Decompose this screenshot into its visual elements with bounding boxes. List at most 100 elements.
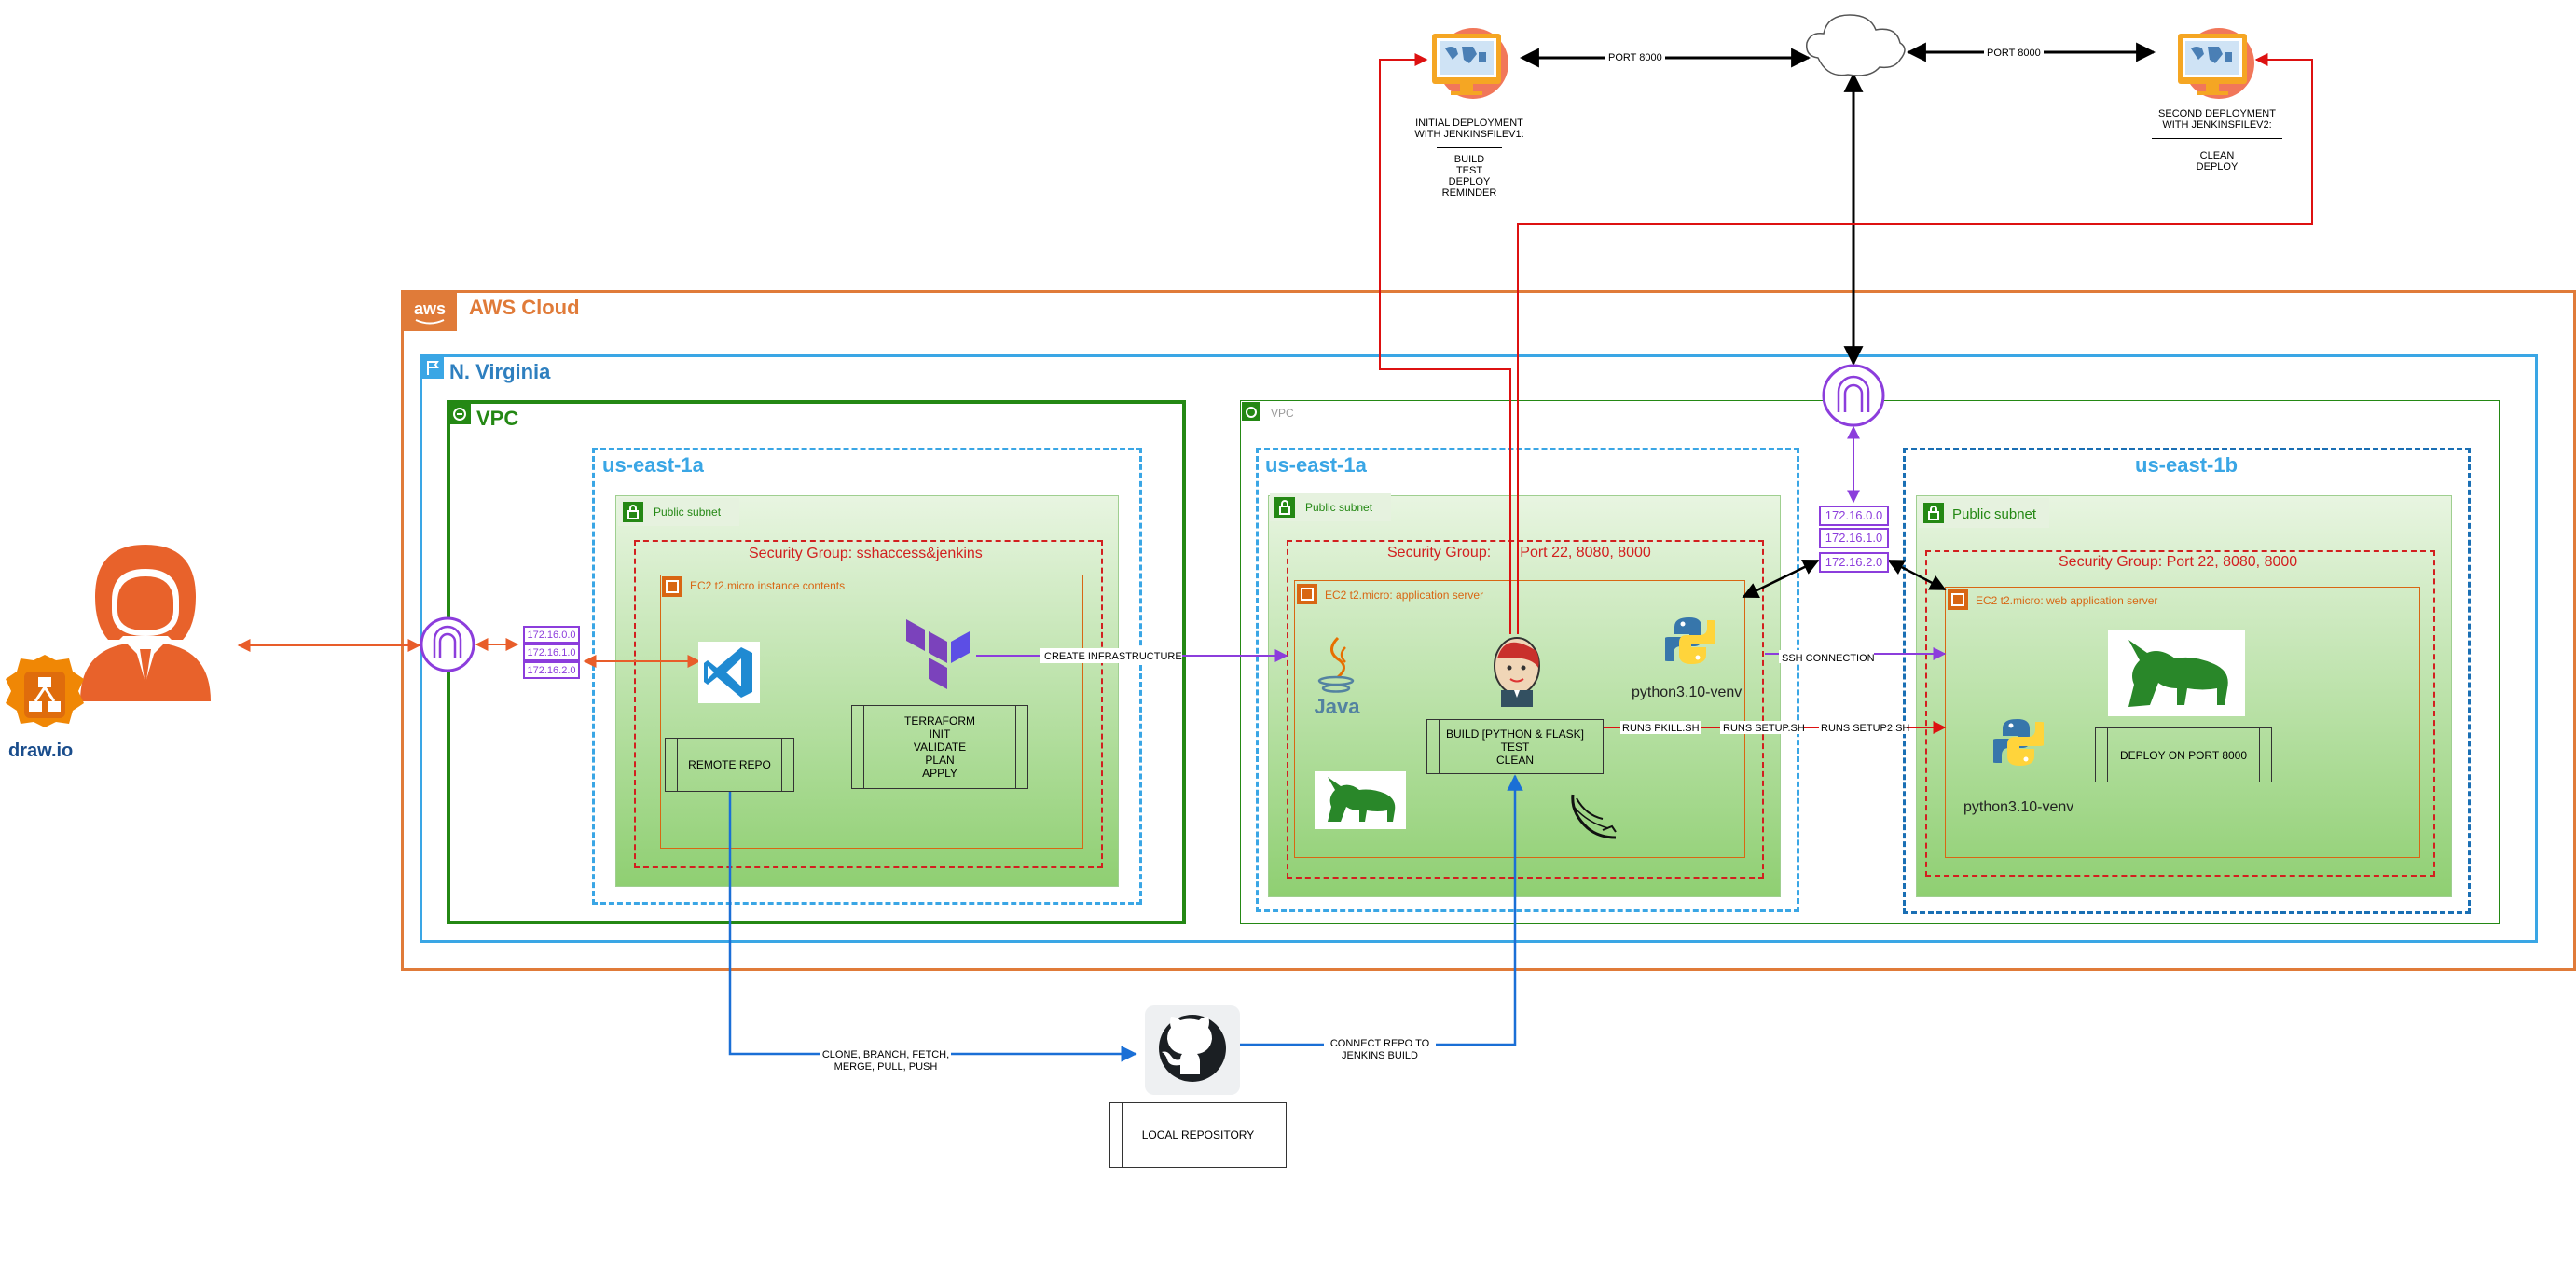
aws-cloud-title: AWS Cloud [469, 296, 580, 319]
jenkins-icon [1488, 630, 1546, 709]
edge-label-port-left: PORT 8000 [1608, 52, 1662, 63]
az-mid-container [1256, 448, 1799, 912]
python-mid-label: python3.10-venv [1632, 685, 1743, 700]
ip-right-0: 172.16.0.0 [1819, 506, 1889, 526]
az-right-title: us-east-1b [2135, 453, 2239, 477]
ec2-mid [1294, 580, 1745, 858]
deploy-label: DEPLOY ON PORT 8000 [2119, 748, 2248, 762]
terraform-line-4: APPLY [922, 767, 957, 780]
drawio-logo-icon [4, 651, 86, 737]
subnet-mid-label: Public subnet [1305, 501, 1373, 514]
sg-right [1925, 550, 2435, 877]
user-avatar-icon [71, 539, 218, 701]
python-mid-icon [1660, 614, 1721, 668]
sg-left [634, 540, 1103, 868]
lock-icon [1923, 503, 1944, 523]
az-mid-title: us-east-1a [1265, 453, 1367, 477]
build-line-1: TEST [1500, 740, 1530, 754]
lock-icon [623, 502, 643, 522]
svg-text:Java: Java [1315, 695, 1361, 718]
second-deploy-step-0: CLEAN [2199, 150, 2235, 161]
flask-icon [1564, 789, 1621, 845]
initial-deploy-divider [1437, 147, 1502, 148]
edge-label-ssh: SSH CONNECTION [1782, 653, 1875, 664]
python-right-icon [1988, 714, 2049, 770]
az-left-title: us-east-1a [602, 453, 704, 477]
edge-jenkins-second [1517, 53, 2313, 634]
ec2-left-title: EC2 t2.micro instance contents [690, 579, 846, 592]
vpc-left-title: VPC [476, 407, 519, 430]
second-deploy-monitor-icon [2172, 21, 2256, 101]
igw-left-icon [420, 616, 475, 672]
ec2-mid-chip-icon [1297, 584, 1317, 604]
build-line-2: CLEAN [1495, 753, 1534, 767]
edge-label-setup2: RUNS SETUP2.SH [1821, 723, 1909, 734]
edge-label-port-right: PORT 8000 [1987, 48, 2041, 59]
gunicorn-right-icon [2108, 630, 2245, 716]
vscode-icon [698, 642, 760, 703]
subnet-left-label: Public subnet [654, 506, 722, 519]
vpc-right-title: VPC [1271, 407, 1294, 420]
terraform-line-1: INIT [929, 727, 951, 741]
ec2-left-chip-icon [662, 576, 682, 597]
sg-mid-title: Security Group: Port 22, 8080, 8000 [1387, 545, 1651, 561]
svg-text:aws: aws [414, 299, 446, 318]
build-process-box: BUILD [PYTHON & FLASK] TEST CLEAN [1426, 719, 1604, 774]
sg-right-title: Security Group: Port 22, 8080, 8000 [2059, 554, 2298, 570]
initial-deploy-title-1: WITH JENKINSFILEV1: [1414, 129, 1524, 140]
edge-jenkins-initial [1379, 53, 1511, 634]
sg-mid [1287, 540, 1764, 879]
drawio-label: draw.io [8, 741, 74, 761]
ip-right-1: 172.16.1.0 [1819, 528, 1889, 548]
sg-left-title: Security Group: sshaccess&jenkins [749, 546, 983, 561]
ip-right-2: 172.16.2.0 [1819, 552, 1889, 573]
subnet-right-label: Public subnet [1952, 506, 2037, 522]
ec2-mid-title: EC2 t2.micro: application server [1325, 589, 1484, 602]
github-icon [1145, 1005, 1240, 1095]
initial-deploy-title-0: INITIAL DEPLOYMENT [1415, 118, 1523, 129]
initial-deploy-monitor-icon [1426, 21, 1510, 101]
az-right-container [1903, 448, 2471, 914]
vpc-left-cloud-icon [448, 402, 471, 424]
edge-ips-webserver [1887, 559, 1947, 591]
aws-logo-icon: aws [403, 292, 457, 331]
terraform-line-3: PLAN [925, 754, 955, 767]
terraform-process-box: TERRAFORM INIT VALIDATE PLAN APPLY [851, 705, 1028, 789]
second-deploy-title-0: SECOND DEPLOYMENT [2158, 108, 2276, 119]
aws-cloud-container [401, 290, 2576, 971]
python-right-label: python3.10-venv [1963, 799, 2074, 815]
initial-deploy-step-1: TEST [1455, 165, 1483, 176]
java-icon: Java [1310, 634, 1364, 718]
ec2-left [660, 575, 1083, 849]
az-left-container [592, 448, 1142, 905]
terraform-line-2: VALIDATE [913, 741, 967, 754]
terraform-line-0: TERRAFORM [904, 714, 975, 727]
edge-remote-local [728, 791, 1137, 1062]
ip-left-1: 172.16.1.0 [523, 644, 580, 661]
lock-icon [1274, 497, 1295, 518]
ip-left-0: 172.16.0.0 [523, 626, 580, 644]
initial-deploy-step-2: DEPLOY [1448, 176, 1491, 187]
edge-label-connect-1: CONNECT REPO TO [1330, 1038, 1430, 1049]
edge-label-pkill: RUNS PKILL.SH [1622, 723, 1700, 734]
edge-label-clone-2: MERGE, PULL, PUSH [834, 1061, 938, 1073]
edge-label-connect-2: JENKINS BUILD [1342, 1050, 1418, 1061]
initial-deploy-caption: INITIAL DEPLOYMENT WITH JENKINSFILEV1: B… [1387, 118, 1551, 199]
second-deploy-title-1: WITH JENKINSFILEV2: [2162, 119, 2272, 131]
local-repo-label: LOCAL REPOSITORY [1141, 1129, 1255, 1142]
remote-repo-box: REMOTE REPO [665, 738, 794, 792]
terraform-icon [902, 616, 974, 696]
edge-label-setup: RUNS SETUP.SH [1723, 723, 1805, 734]
deploy-process-box: DEPLOY ON PORT 8000 [2095, 727, 2272, 782]
ec2-right-chip-icon [1948, 589, 1968, 610]
build-line-0: BUILD [PYTHON & FLASK] [1445, 727, 1585, 741]
edge-ips-appserver [1742, 559, 1820, 599]
region-title: N. Virginia [449, 360, 551, 383]
edge-label-create-infra: CREATE INFRASTRUCTURE [1044, 651, 1182, 662]
local-repo-box: LOCAL REPOSITORY [1109, 1102, 1287, 1168]
gunicorn-mid-icon [1315, 771, 1406, 829]
second-deploy-step-1: DEPLOY [2196, 161, 2239, 173]
second-deploy-divider [2152, 138, 2282, 139]
vpc-right-cloud-icon [1242, 402, 1260, 421]
